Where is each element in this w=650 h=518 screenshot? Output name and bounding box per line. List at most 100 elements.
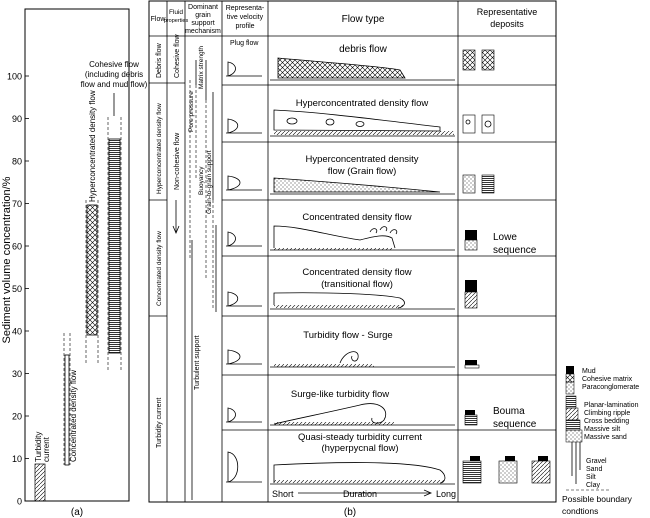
panel-b-caption: (b) — [344, 507, 356, 518]
concentrated-density-label: Concentrated density flow — [69, 370, 78, 462]
hyperconcentrated-label: Hyperconcentrated density flow — [88, 90, 97, 202]
header-fluid-2: properties — [164, 18, 189, 24]
flow-type-4: Concentrated density flow — [302, 212, 411, 223]
velocity-profile — [226, 407, 262, 423]
duration-label: Duration — [343, 489, 377, 499]
duration-long: Long — [436, 489, 456, 499]
turbidity-current-label-1: Turbidity — [34, 432, 43, 462]
velocity-profile — [226, 61, 262, 77]
bouma-sequence-2: sequence — [493, 419, 537, 430]
panel-a-tick-label: 50 — [12, 284, 22, 294]
legend-massive-silt: Massive silt — [584, 426, 620, 433]
flow-type-1: debris flow — [339, 44, 388, 55]
flow-type-8b: (hyperpycnal flow) — [321, 443, 398, 454]
velocity-profiles — [226, 61, 262, 483]
legend-boundary-2: condtions — [562, 506, 598, 516]
cohesive-flow-bar — [108, 138, 121, 354]
header-fluid-1: Fluid — [169, 9, 183, 16]
header-flow-type: Flow type — [342, 14, 385, 25]
flow-hyperconcentrated: Hyperconcentrated density flow — [156, 103, 163, 194]
panel-a-tick-label: 90 — [12, 114, 22, 124]
flow-concentrated: Concentrated density flow — [156, 231, 163, 306]
support-pore-pressure: Pore pressure — [188, 91, 195, 132]
legend-planar-lamination: Planar-lamination — [584, 402, 639, 409]
velocity-profile — [226, 451, 262, 483]
flow-type-8a: Quasi-steady turbidity current — [298, 432, 422, 443]
cohesive-label-1: Cohesive flow — [89, 60, 139, 69]
header-support-1: Dominant — [188, 4, 218, 11]
legend-climbing-ripple: Climbing ripple — [584, 410, 630, 417]
panel-a-tick-label: 70 — [12, 199, 22, 209]
panel-a-tick-label: 20 — [12, 412, 22, 422]
concentrated-density-bar — [64, 354, 70, 466]
legend-mud: Mud — [582, 368, 596, 375]
header-deposits-1: Representative — [477, 7, 538, 17]
header-support-3: support — [191, 20, 214, 27]
lowe-sequence-1: Lowe — [493, 232, 517, 243]
bouma-sequence-1: Bouma — [493, 406, 525, 417]
cohesive-label-2: (including debris — [85, 70, 143, 79]
velocity-profile — [226, 118, 262, 134]
header-velocity-1: Representa- — [226, 5, 265, 12]
panel-a-caption: (a) — [71, 507, 83, 518]
support-buoyancy: Buoyancy — [198, 166, 205, 195]
flow-type-row-lines — [222, 84, 556, 431]
panel-b-frame — [148, 0, 557, 503]
panel-a-tick-label: 80 — [12, 157, 22, 167]
panel-a-ylabel: Sediment volume concentration/% — [1, 176, 13, 343]
panel-a-tick-label: 40 — [12, 327, 22, 337]
flow-type-5b: (transitional flow) — [321, 279, 393, 290]
panel-a-y-ticks: 0 10 20 30 40 50 60 70 80 90 100 — [7, 72, 29, 507]
legend-boundary-1: Possible boundary — [562, 494, 633, 504]
panel-a-tick-label: 10 — [12, 454, 22, 464]
hyperconcentrated-bar — [86, 204, 98, 336]
flow-debris: Debris flow — [156, 42, 163, 78]
legend-massive-sand: Massive sand — [584, 434, 627, 441]
legend-sand: Sand — [586, 466, 602, 473]
legend-silt: Silt — [586, 474, 596, 481]
fluid-cohesive: Cohesive flow — [174, 33, 181, 78]
flow-type-3b: flow (Grain flow) — [328, 166, 397, 177]
support-grain: Grain-to-grain support — [206, 150, 213, 214]
legend-gravel: Gravel — [586, 458, 607, 465]
panel-a-tick-label: 30 — [12, 369, 22, 379]
flow-shapes — [270, 57, 455, 485]
legend-cross-bedding: Cross bedding — [584, 418, 629, 425]
header-velocity-3: profile — [235, 23, 254, 30]
header-support-2: grain — [195, 12, 211, 19]
velocity-profile — [226, 291, 262, 307]
header-support-4: mechanism — [185, 28, 221, 35]
panel-b: Flow Fluid properties Dominant grain sup… — [148, 0, 557, 518]
velocity-profile — [226, 349, 262, 365]
panel-a-tick-label: 60 — [12, 242, 22, 252]
flow-type-2: Hyperconcentrated density flow — [296, 98, 429, 109]
panel-a: 0 10 20 30 40 50 60 70 80 90 100 Sediment volume c… — [1, 8, 148, 518]
flow-type-5a: Concentrated density flow — [302, 267, 411, 278]
legend: Mud Cohesive matrix Paraconglomerate Pla… — [562, 366, 639, 516]
turbidity-current-bar — [34, 463, 46, 502]
header-deposits-2: deposits — [490, 19, 524, 29]
velocity-profile — [226, 175, 262, 191]
flow-type-3a: Hyperconcentrated density — [305, 154, 418, 165]
legend-labels: Mud Cohesive matrix Paraconglomerate Pla… — [562, 368, 639, 516]
plug-flow-label: Plug flow — [230, 40, 259, 47]
lowe-sequence-2: sequence — [493, 245, 537, 256]
panel-a-frame — [24, 8, 130, 502]
fluid-non-cohesive: Non-cohesive flow — [174, 132, 181, 190]
cohesive-label-3: flow and mud flow) — [81, 80, 148, 89]
velocity-profile — [226, 231, 262, 247]
legend-paraconglomerate: Paraconglomerate — [582, 384, 639, 391]
legend-cohesive-matrix: Cohesive matrix — [582, 376, 633, 383]
duration-short: Short — [272, 489, 294, 499]
flow-type-6: Turbidity flow - Surge — [303, 330, 392, 341]
panel-a-tick-label: 100 — [7, 72, 22, 82]
turbidity-current-label-2: current — [42, 436, 51, 462]
legend-clay: Clay — [586, 482, 601, 489]
representative-deposits: Lowe sequence Bouma sequence — [462, 49, 551, 484]
header-velocity-2: tive velocity — [227, 14, 264, 21]
support-turbulent: Turbulent support — [194, 335, 201, 390]
panel-a-tick-label: 0 — [17, 497, 22, 507]
flow-type-7: Surge-like turbidity flow — [291, 389, 389, 400]
header-flow: Flow — [151, 16, 167, 23]
